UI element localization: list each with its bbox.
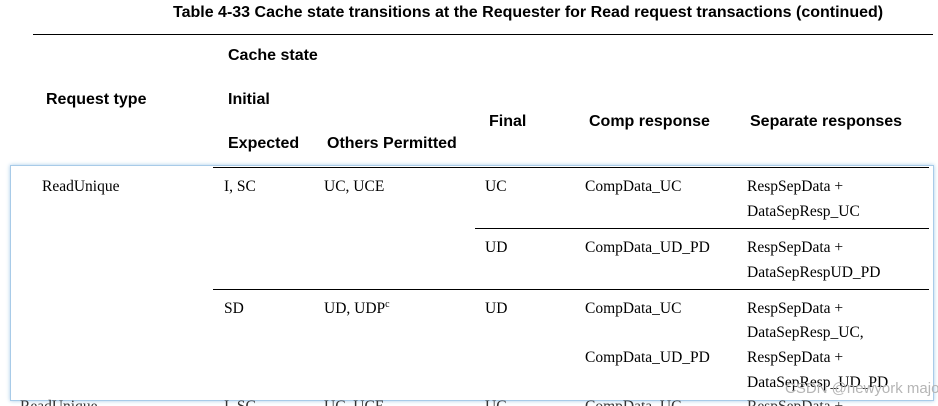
header-initial: Initial	[228, 91, 270, 108]
cell-others-1: UC, UCE	[324, 178, 385, 195]
cell-comp-1b: CompData_UD_PD	[585, 239, 710, 256]
watermark: CSDN @newyork major	[785, 380, 938, 397]
cutoff-cell-5: CompData_UC	[585, 398, 725, 406]
row-rule-group	[213, 289, 929, 290]
cell-comp-2b: CompData_UD_PD	[585, 349, 710, 366]
cutoff-text-5: CompData_UC	[585, 398, 681, 406]
cell-expected-2: SD	[224, 300, 244, 317]
cell-others-2: UD, UDPc	[324, 297, 390, 320]
row-rule-sub	[475, 228, 929, 229]
cutoff-text-1: ReadUnique	[20, 398, 97, 406]
cell-final-1b: UD	[485, 239, 508, 256]
table-caption: Table 4-33 Cache state transitions at th…	[173, 4, 884, 21]
cell-final-1a: UC	[485, 178, 507, 195]
cutoff-cell-6: RespSepData +	[747, 398, 877, 406]
footnote-marker: c	[385, 298, 390, 310]
cell-sep-1b-line2: DataSepRespUD_PD	[747, 264, 881, 281]
cell-sep-2-line4: DataSepResp_UD_PD	[747, 374, 889, 391]
header-separate-responses: Separate responses	[750, 113, 903, 130]
cell-sep-2-line1: RespSepData +	[747, 300, 844, 317]
cell-comp-1a: CompData_UC	[585, 178, 682, 195]
cell-sep-1b-line1: RespSepData +	[747, 239, 844, 256]
cutoff-cell-1: ReadUnique	[20, 398, 140, 406]
cutoff-cell-4: UC	[485, 398, 545, 406]
cutoff-cell-3: UC, UCE	[324, 398, 444, 406]
cutoff-text-4: UC	[485, 398, 507, 406]
cell-expected-1: I, SC	[224, 178, 256, 195]
header-others-permitted: Others Permitted	[327, 135, 457, 152]
cell-others-2-text: UD, UDP	[324, 300, 386, 317]
cell-sep-2-line3: RespSepData +	[747, 349, 844, 366]
cutoff-text-6: RespSepData +	[747, 398, 843, 406]
header-expected: Expected	[228, 135, 300, 152]
header-cache-state: Cache state	[228, 47, 318, 64]
row-rule-top	[213, 167, 929, 168]
cutoff-text-3: UC, UCE	[324, 398, 384, 406]
cell-comp-2a: CompData_UC	[585, 300, 682, 317]
cell-final-2: UD	[485, 300, 508, 317]
table-top-rule	[33, 34, 933, 35]
cell-sep-2-line2: DataSepResp_UC,	[747, 324, 864, 341]
header-comp-response: Comp response	[589, 113, 710, 130]
cell-sep-1a-line2: DataSepResp_UC	[747, 203, 860, 220]
header-request-type: Request type	[46, 91, 147, 108]
cutoff-text-2: I, SC	[224, 398, 256, 406]
cutoff-cell-2: I, SC	[224, 398, 304, 406]
selection-frame	[10, 165, 934, 401]
header-final: Final	[489, 113, 527, 130]
cell-request-type: ReadUnique	[42, 178, 120, 195]
cell-sep-1a-line1: RespSepData +	[747, 178, 844, 195]
